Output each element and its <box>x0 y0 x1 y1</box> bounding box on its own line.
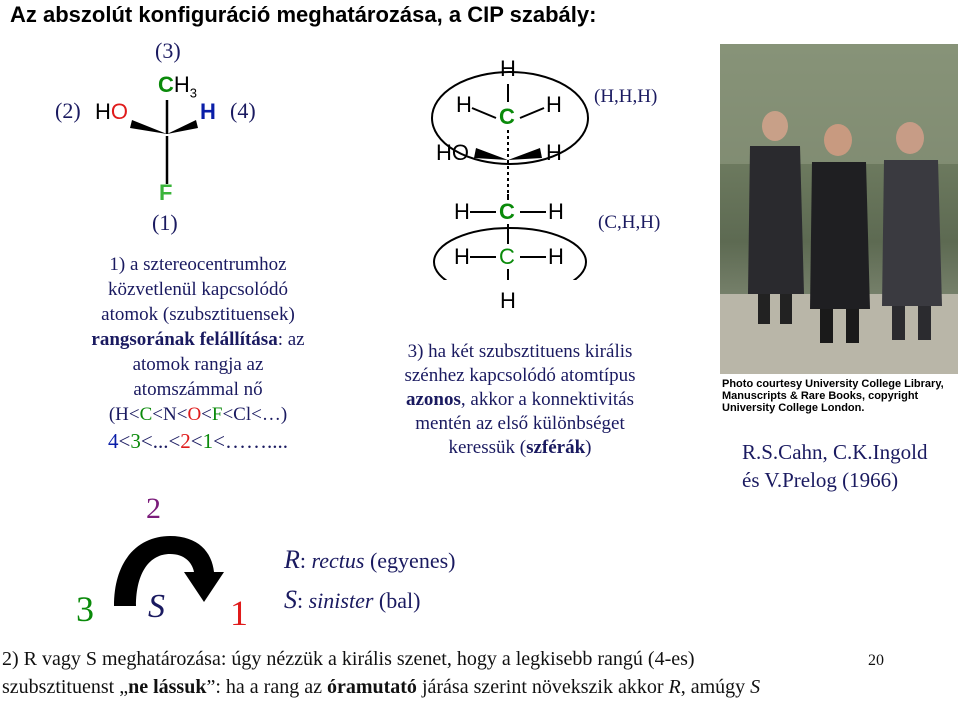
diagram-h-left2: H <box>454 199 470 224</box>
footer-line1: 2) R vagy S meghatározása: úgy nézzük a … <box>2 648 695 670</box>
diagram-c2: C <box>499 199 515 224</box>
diagram-h-right3: H <box>548 244 564 269</box>
diagram-h-bottom: H <box>500 288 516 313</box>
sphere1-label: (H,H,H) <box>594 86 658 107</box>
rectus-definition: R: rectus (egyenes) <box>284 545 456 574</box>
rotation-s: S <box>148 588 165 625</box>
diagram-c1: C <box>499 104 515 129</box>
diagram-h-right2: H <box>548 199 564 224</box>
diagram-ho: HO <box>436 140 469 165</box>
left-priority: (2) <box>55 98 81 123</box>
diagram-h-right-wedge: H <box>546 140 562 165</box>
photo-caption: Photo courtesy University College Librar… <box>722 378 944 414</box>
diagram-c3: C <box>499 244 515 269</box>
diagram-h-left3: H <box>454 244 470 269</box>
bottom-priority: (1) <box>152 210 178 235</box>
diagram-h-top: H <box>500 56 516 81</box>
page-number: 20 <box>868 652 884 669</box>
stereo-bonds <box>130 100 198 184</box>
right-priority: (4) <box>230 98 256 123</box>
sphere2-label: (C,H,H) <box>598 212 661 233</box>
clockwise-arrow-icon <box>114 536 224 606</box>
step1-text: 1) a sztereocentrumhoz közvetlenül kapcs… <box>91 254 305 453</box>
sinister-definition: S: sinister (bal) <box>284 585 421 614</box>
rotation-num-1: 1 <box>230 593 248 633</box>
diagram-h-right1: H <box>546 92 562 117</box>
scientists-photo <box>720 44 958 374</box>
top-atom: CH3 <box>158 72 198 101</box>
bottom-atom: F <box>159 180 173 205</box>
sphere-diagram <box>431 71 589 280</box>
top-priority: (3) <box>155 38 181 63</box>
scientist-names: R.S.Cahn, C.K.Ingold és V.Prelog (1966) <box>742 440 928 492</box>
slide-title: Az abszolút konfiguráció meghatározása, … <box>10 2 597 27</box>
step3-text: 3) ha két szubsztituens királis szénhez … <box>404 341 636 458</box>
right-atom: H <box>200 99 216 124</box>
rotation-num-3: 3 <box>76 589 94 629</box>
diagram-h-left1: H <box>456 92 472 117</box>
footer-line2: szubsztituenst „ne lássuk”: ha a rang az… <box>2 676 761 698</box>
rotation-num-2: 2 <box>146 492 161 525</box>
left-atom: HO <box>95 99 129 124</box>
photo-figures <box>720 44 958 374</box>
